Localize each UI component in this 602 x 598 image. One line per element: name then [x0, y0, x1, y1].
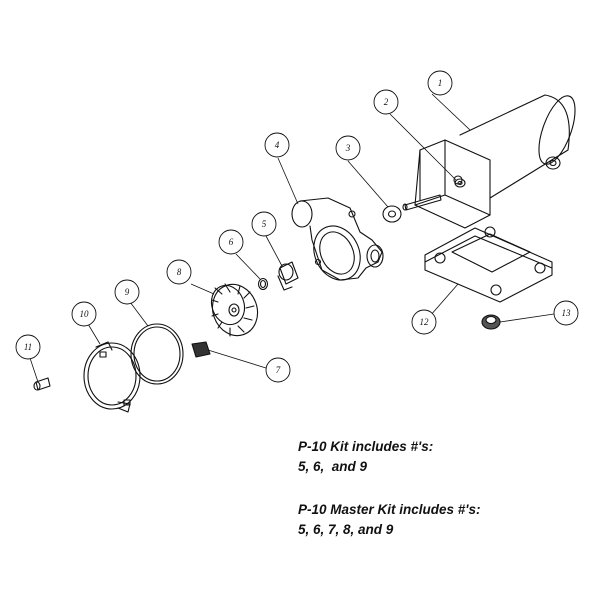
- part-washer: [382, 205, 402, 223]
- leader-lines: [29, 93, 555, 383]
- svg-text:7: 7: [276, 365, 281, 375]
- kit-p10-items: 5, 6, and 9: [298, 459, 368, 474]
- kit-p10-master: P-10 Master Kit includes #'s: 5, 6, 7, 8…: [298, 500, 481, 540]
- callout-13: 13: [553, 300, 579, 326]
- part-grommet: [481, 314, 501, 330]
- part-impeller: [210, 283, 259, 337]
- kit-p10-master-title: P-10 Master Kit includes #'s:: [298, 502, 481, 517]
- callout-3: 3: [335, 135, 361, 161]
- svg-text:9: 9: [125, 287, 130, 297]
- callout-8: 8: [166, 259, 192, 285]
- part-clamp-ring: [83, 341, 141, 413]
- part-fitting: [277, 261, 299, 291]
- callout-10: 10: [71, 301, 97, 327]
- callout-4: 4: [264, 132, 290, 158]
- callouts: 1 2 3 4 5 6 7 8 9 10 11 12 13: [15, 70, 579, 383]
- callout-2: 2: [373, 89, 399, 115]
- callout-12: 12: [411, 309, 437, 335]
- callout-11: 11: [15, 334, 41, 360]
- part-key: [191, 341, 211, 358]
- svg-text:1: 1: [438, 78, 443, 88]
- svg-text:4: 4: [275, 140, 280, 150]
- part-small-o-ring: [257, 277, 269, 291]
- callout-9: 9: [114, 279, 140, 305]
- svg-text:3: 3: [345, 143, 351, 153]
- kit-p10-master-items: 5, 6, 7, 8, and 9: [298, 522, 394, 537]
- svg-text:6: 6: [229, 237, 234, 247]
- svg-text:12: 12: [420, 317, 430, 327]
- part-small-screw: [33, 377, 51, 391]
- callout-6: 6: [218, 229, 244, 255]
- svg-text:8: 8: [177, 267, 182, 277]
- part-large-o-ring: [130, 323, 184, 385]
- kit-p10-title: P-10 Kit includes #'s:: [298, 439, 434, 454]
- part-screw-2: [454, 178, 466, 188]
- callout-7: 7: [265, 357, 291, 383]
- svg-text:10: 10: [80, 309, 90, 319]
- svg-text:2: 2: [384, 97, 389, 107]
- svg-text:11: 11: [24, 342, 32, 352]
- svg-text:5: 5: [262, 219, 267, 229]
- part-pump-housing: [291, 197, 384, 281]
- callout-1: 1: [427, 70, 453, 96]
- part-base-mount: [424, 226, 553, 303]
- callout-5: 5: [251, 211, 277, 237]
- svg-text:13: 13: [562, 308, 572, 318]
- part-motor: [402, 94, 576, 229]
- kit-p10: P-10 Kit includes #'s: 5, 6, and 9: [298, 437, 433, 477]
